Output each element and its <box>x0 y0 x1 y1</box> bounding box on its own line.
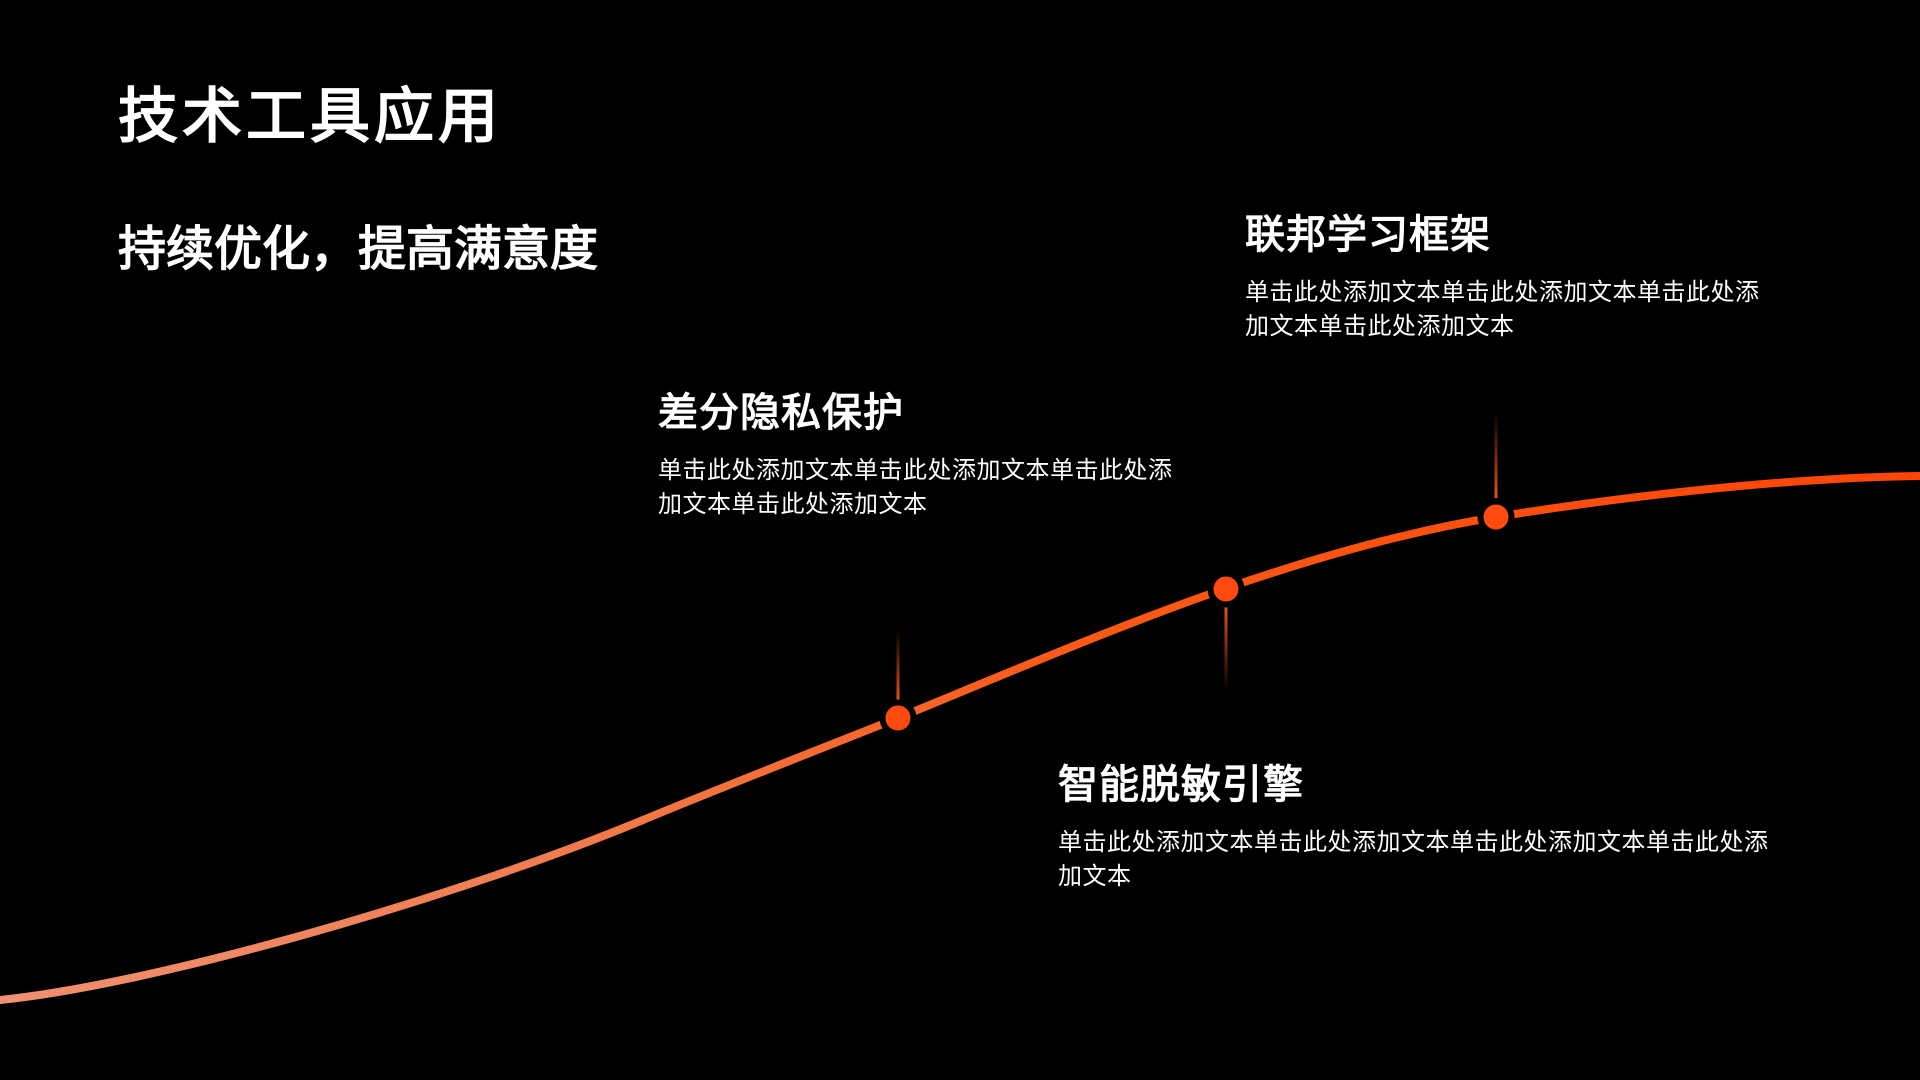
milestone-heading: 联邦学习框架 <box>1245 213 1491 257</box>
milestone-heading: 差分隐私保护 <box>658 391 904 435</box>
milestone-body-line: 加文本 <box>1058 863 1132 890</box>
milestone-body-line: 单击此处添加文本单击此处添加文本单击此处添 <box>1245 279 1760 306</box>
milestone-dot-differential-privacy <box>879 699 917 737</box>
milestone-differential-privacy: 差分隐私保护 单击此处添加文本单击此处添加文本单击此处添 加文本单击此处添加文本 <box>658 390 1173 522</box>
milestone-smart-masking: 智能脱敏引擎 单击此处添加文本单击此处添加文本单击此处添加文本单击此处添 加文本 <box>1058 762 1769 894</box>
milestone-dot-smart-masking <box>1207 570 1245 608</box>
milestone-body: 单击此处添加文本单击此处添加文本单击此处添加文本单击此处添 加文本 <box>1058 826 1769 894</box>
milestone-heading: 智能脱敏引擎 <box>1058 763 1304 807</box>
milestone-body-line: 单击此处添加文本单击此处添加文本单击此处添加文本单击此处添 <box>1058 829 1769 856</box>
page-subtitle: 持续优化，提高满意度 <box>118 223 599 276</box>
milestone-body-line: 单击此处添加文本单击此处添加文本单击此处添 <box>658 457 1173 484</box>
page-title: 技术工具应用 <box>118 83 502 150</box>
milestone-federated-learning: 联邦学习框架 单击此处添加文本单击此处添加文本单击此处添 加文本单击此处添加文本 <box>1245 212 1760 344</box>
milestone-body-line: 加文本单击此处添加文本 <box>658 491 928 518</box>
milestone-body: 单击此处添加文本单击此处添加文本单击此处添 加文本单击此处添加文本 <box>1245 276 1760 344</box>
growth-curve <box>0 472 1920 1004</box>
milestone-body-line: 加文本单击此处添加文本 <box>1245 313 1515 340</box>
milestone-dot-federated-learning <box>1477 498 1515 536</box>
milestone-body: 单击此处添加文本单击此处添加文本单击此处添 加文本单击此处添加文本 <box>658 454 1173 522</box>
